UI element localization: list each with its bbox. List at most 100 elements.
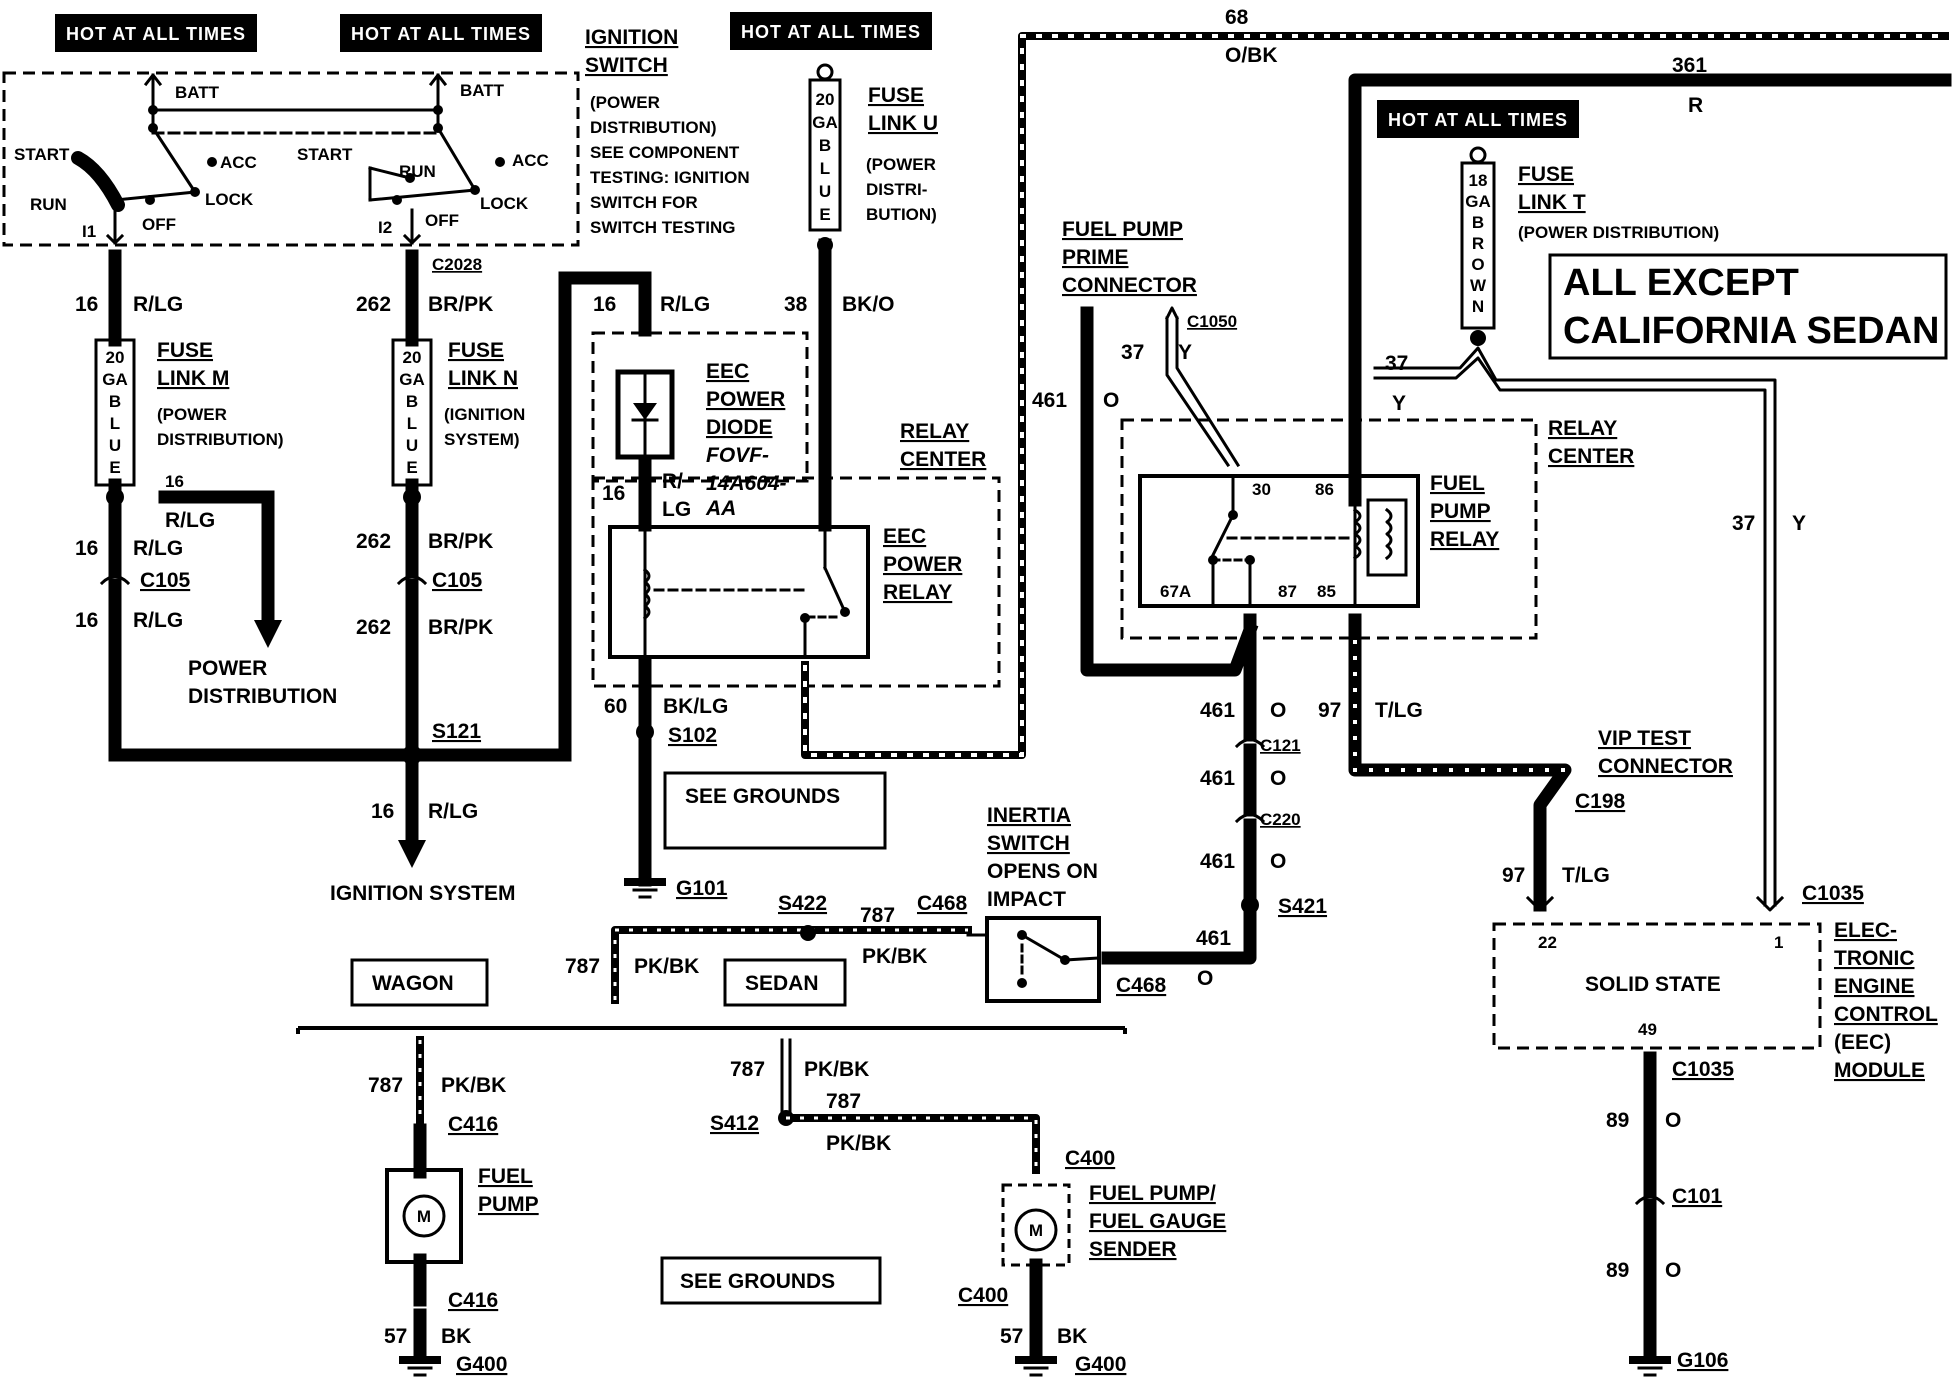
wire-code-461-d: 461 bbox=[1200, 850, 1235, 873]
wire-code-89-a: 89 bbox=[1606, 1109, 1629, 1132]
svg-text:20: 20 bbox=[106, 348, 125, 367]
eec-diode-box bbox=[591, 331, 809, 483]
wire-code-60: 60 bbox=[604, 695, 627, 718]
svg-text:(POWER: (POWER bbox=[590, 93, 660, 112]
ignition-switch-title-2: SWITCH bbox=[585, 54, 668, 77]
fuel-pump-prime-wires bbox=[1080, 306, 1259, 677]
eec-pin-1: 1 bbox=[1774, 933, 1783, 952]
connector-c198: C198 bbox=[1575, 790, 1626, 813]
svg-text:DISTRIBUTION): DISTRIBUTION) bbox=[590, 118, 717, 137]
fuel-pump-prime-title-2: PRIME bbox=[1062, 246, 1129, 269]
wire-color-y-b: Y bbox=[1392, 392, 1406, 415]
eec-pin-22: 22 bbox=[1538, 933, 1557, 952]
svg-text:20: 20 bbox=[403, 348, 422, 367]
batt-label-2: BATT bbox=[460, 81, 505, 100]
relay-pin-67a: 67A bbox=[1160, 582, 1191, 601]
wire-code-97-a: 97 bbox=[1318, 699, 1341, 722]
wire-color-lg: LG bbox=[662, 498, 691, 521]
svg-text:N: N bbox=[1472, 297, 1484, 316]
ground-g400-b: G400 bbox=[1075, 1353, 1126, 1376]
wire-color-rlg-b: R/LG bbox=[165, 509, 215, 532]
inertia-switch bbox=[966, 916, 1101, 1003]
wire-code-16-f: 16 bbox=[593, 293, 616, 316]
svg-text:TESTING: IGNITION: TESTING: IGNITION bbox=[590, 168, 750, 187]
diode-part-number-3: AA bbox=[705, 497, 736, 520]
solid-state-label: SOLID STATE bbox=[1585, 973, 1721, 996]
wire-code-38: 38 bbox=[784, 293, 808, 316]
all-except-label-2: CALIFORNIA SEDAN bbox=[1563, 310, 1939, 352]
wire-color-o-g: O bbox=[1665, 1259, 1681, 1282]
splice-s421: S421 bbox=[1278, 895, 1327, 918]
relay-pin-30: 30 bbox=[1252, 480, 1271, 499]
eec-power-diode-title-2: POWER bbox=[706, 388, 785, 411]
fuel-pump-wagon: M bbox=[385, 1168, 463, 1264]
ignition-switch-internals bbox=[71, 73, 505, 245]
ground-g400-a: G400 bbox=[456, 1353, 507, 1376]
svg-text:SWITCH TESTING: SWITCH TESTING bbox=[590, 218, 735, 237]
motor-symbol-sedan: M bbox=[1029, 1221, 1043, 1240]
wire-code-16-a: 16 bbox=[75, 293, 98, 316]
relay-pin-85: 85 bbox=[1317, 582, 1336, 601]
fuse-link-u-desc: (POWER bbox=[866, 155, 936, 174]
off-label-2: OFF bbox=[425, 211, 459, 230]
wire-color-r: R bbox=[1688, 94, 1703, 117]
svg-text:HOT AT ALL TIMES: HOT AT ALL TIMES bbox=[351, 24, 531, 44]
wire-color-bk-b: BK bbox=[1057, 1325, 1087, 1348]
ground-g101: G101 bbox=[676, 877, 728, 900]
diode-part-number-2: 14A604- bbox=[706, 472, 787, 495]
fuel-pump-prime-title: FUEL PUMP bbox=[1062, 218, 1183, 241]
wire-code-16-c: 16 bbox=[75, 537, 98, 560]
off-label-1: OFF bbox=[142, 215, 176, 234]
wire-262-brpk bbox=[398, 249, 426, 868]
wire-60-bklg bbox=[624, 658, 666, 899]
svg-text:20: 20 bbox=[816, 90, 835, 109]
vip-test-title: VIP TEST bbox=[1598, 727, 1691, 750]
inertia-switch-title-2: SWITCH bbox=[987, 832, 1070, 855]
svg-text:HOT AT ALL TIMES: HOT AT ALL TIMES bbox=[66, 24, 246, 44]
wire-code-89-b: 89 bbox=[1606, 1259, 1629, 1282]
svg-text:SEE COMPONENT: SEE COMPONENT bbox=[590, 143, 740, 162]
eec-power-relay-title: EEC bbox=[883, 525, 926, 548]
i1-label: I1 bbox=[82, 222, 96, 241]
wire-color-tlg-b: T/LG bbox=[1562, 864, 1610, 887]
svg-text:GA: GA bbox=[812, 113, 838, 132]
wire-code-461-b: 461 bbox=[1200, 699, 1235, 722]
hot-badge-4: HOT AT ALL TIMES bbox=[1377, 100, 1579, 138]
svg-text:GA: GA bbox=[102, 370, 128, 389]
svg-text:E: E bbox=[406, 458, 417, 477]
wire-code-16-d: 16 bbox=[75, 609, 98, 632]
wire-color-pkbk-c: PK/BK bbox=[441, 1074, 506, 1097]
sedan-box bbox=[723, 958, 847, 1007]
fuse-link-t: 18 GA B R O W N bbox=[1460, 146, 1496, 346]
wire-code-787-d: 787 bbox=[730, 1058, 765, 1081]
wire-color-obk: O/BK bbox=[1225, 44, 1278, 67]
vip-test-title-2: CONNECTOR bbox=[1598, 755, 1733, 778]
wire-89-o bbox=[1629, 1051, 1671, 1377]
wire-color-rlg-e: R/LG bbox=[428, 800, 478, 823]
fuel-pump-prime-title-3: CONNECTOR bbox=[1062, 274, 1197, 297]
wire-color-rlg-d: R/LG bbox=[133, 609, 183, 632]
wire-color-o-b: O bbox=[1270, 699, 1286, 722]
wire-color-o-c: O bbox=[1270, 767, 1286, 790]
fuel-pump-title: FUEL bbox=[478, 1165, 533, 1188]
wire-16-rlg bbox=[106, 249, 652, 762]
svg-text:B: B bbox=[1472, 213, 1484, 232]
fuse-link-n-title: FUSE bbox=[448, 339, 504, 362]
fuse-link-m-desc-2: DISTRIBUTION) bbox=[157, 430, 284, 449]
lock-label-1: LOCK bbox=[205, 190, 254, 209]
power-distribution-label-2: DISTRIBUTION bbox=[188, 685, 337, 708]
fuse-link-t-desc: (POWER DISTRIBUTION) bbox=[1518, 223, 1719, 242]
diode-part-number: FOVF- bbox=[706, 444, 769, 467]
eec-power-relay-title-3: RELAY bbox=[883, 581, 952, 604]
run-label-1: RUN bbox=[30, 195, 67, 214]
fuse-link-u-title: FUSE bbox=[868, 84, 924, 107]
svg-text:CONTROL: CONTROL bbox=[1834, 1003, 1938, 1026]
wire-color-bk-a: BK bbox=[441, 1325, 471, 1348]
fuse-link-m-title: FUSE bbox=[157, 339, 213, 362]
wire-code-16-b: 16 bbox=[165, 472, 184, 491]
connector-c105-b: C105 bbox=[432, 569, 483, 592]
ignition-switch-desc: (POWER DISTRIBUTION) SEE COMPONENT TESTI… bbox=[590, 93, 750, 237]
inertia-switch-desc: OPENS ON bbox=[987, 860, 1098, 883]
relay-center-box-right bbox=[1120, 418, 1538, 640]
wire-code-16-g: 16 bbox=[602, 482, 625, 505]
